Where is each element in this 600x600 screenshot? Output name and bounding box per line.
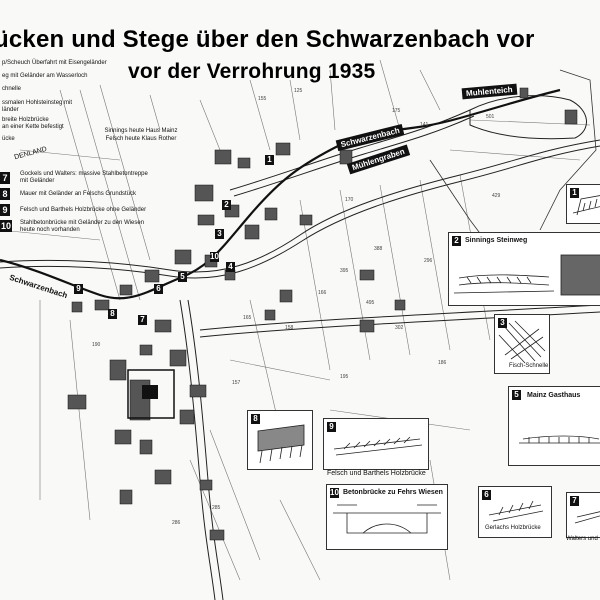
bridge-marker: 8 [108, 309, 117, 319]
inset-number: 2 [452, 236, 461, 246]
info-line: Sinnings heute Haus Mainz [104, 128, 178, 134]
parcel-number: 501 [486, 114, 495, 120]
legend-item: chnelle [2, 86, 22, 92]
buildings [67, 87, 578, 541]
legend-item: heute noch vorhanden [20, 227, 80, 233]
inset-sketch-9: 9 [323, 418, 429, 470]
legend-item: an einer Kette befestigt [2, 124, 64, 130]
legend-item: Gockels und Walters: massive Stahlbetont… [20, 171, 148, 177]
inset-caption: Fisch-Schnelle [509, 363, 549, 369]
inset-caption: Felsch und Barthels Holzbrücke [327, 470, 426, 477]
fish-ladder-sketch [498, 320, 546, 364]
inset-number: 9 [327, 422, 336, 432]
parcel-number: 302 [395, 325, 404, 331]
stream [0, 88, 561, 300]
parcel-number: 395 [340, 268, 349, 274]
inset-sketch-8: 8 [247, 410, 313, 470]
inset-caption: Gerlachs Holzbrücke [485, 525, 541, 531]
parcel-number: 155 [258, 96, 267, 102]
legend-item: p/Scheuch Überfahrt mit Eisengeländer [2, 60, 107, 66]
parcel-number: 125 [294, 88, 303, 94]
legend-item: Mauer mit Geländer an Felschs Grundstück [20, 191, 137, 197]
legend-number: 7 [0, 172, 10, 184]
bridge-marker: 3 [215, 229, 224, 239]
parcel-number: 170 [345, 197, 354, 203]
bridge-marker: 5 [178, 272, 187, 282]
inset-number: 8 [251, 414, 260, 424]
legend-item: Stahlbetonbrücke mit Geländer zu den Wie… [20, 220, 145, 226]
legend-item: länder [2, 107, 19, 113]
stair-sketch [574, 511, 600, 524]
legend-number: 9 [0, 204, 10, 216]
inset-sketch-10: 10 Betonbrücke zu Fehrs Wiesen [326, 484, 448, 550]
legend-item: breite Holzbrücke [2, 117, 49, 123]
inset-sketch-3: 3 Fisch-Schnelle [494, 314, 550, 374]
parcel-number: 429 [492, 193, 501, 199]
steinweg-sketch [453, 254, 600, 296]
parcel-number: 141 [420, 122, 429, 128]
legend-item: mit Geländer [20, 178, 55, 184]
map-title-line1: ücken und Stege über den Schwarzenbach v… [0, 26, 535, 53]
concrete-bridge-sketch [333, 504, 441, 534]
inset-number: 6 [482, 490, 491, 500]
wall-railing-sketch [257, 424, 305, 464]
inset-sketch-6: 6 Gerlachs Holzbrücke [478, 486, 552, 538]
parcel-number: 388 [374, 246, 383, 252]
bridge-marker: 10 [210, 252, 219, 262]
parcel-number: 195 [340, 374, 349, 380]
legend-item: Felsch und Barthels Holzbrücke ohne Gelä… [20, 207, 147, 213]
parcel-number: 190 [92, 342, 101, 348]
parcel-number: 175 [392, 108, 401, 114]
parcel-number: 158 [285, 325, 294, 331]
inset-caption: Mainz Gasthaus [527, 392, 581, 399]
info-box: Sinnings heute Haus Mainz Felsch heute K… [98, 127, 184, 143]
legend-item: eg mit Geländer am Wasserloch [2, 73, 88, 79]
parcel-number: 286 [172, 520, 181, 526]
inset-caption: Walters und [566, 536, 598, 542]
inset-sketch-5: 5 Mainz Gasthaus [508, 386, 600, 466]
bridge-marker: 6 [154, 284, 163, 294]
inset-number: 5 [512, 390, 521, 400]
inset-caption: Betonbrücke zu Fehrs Wiesen [343, 489, 443, 496]
bridge-sketch [572, 195, 600, 216]
inset-number: 7 [570, 496, 579, 506]
parcel-number: 296 [424, 258, 433, 264]
inset-sketch-1: 1 [566, 184, 600, 224]
wooden-bridge-sketch [333, 436, 423, 456]
inset-caption: Sinnings Steinweg [465, 237, 528, 244]
legend-item: ssmalen Hohlsteinsteg mit [2, 100, 73, 106]
legend-number: 10 [0, 220, 12, 232]
inset-number: 10 [330, 488, 339, 498]
parcel-number: 165 [243, 315, 252, 321]
bridge-marker: 1 [265, 155, 274, 165]
parcel-number: 186 [438, 360, 447, 366]
legend-item: ücke [2, 136, 15, 142]
inset-number: 3 [498, 318, 507, 328]
info-line: Felsch heute Klaus Rother [105, 136, 177, 142]
bridge-marker: 2 [222, 200, 231, 210]
bridge-marker: 4 [226, 262, 235, 272]
legend-number: 8 [0, 188, 10, 200]
parcel-number: 157 [232, 380, 241, 386]
bridge-marker: 9 [74, 284, 83, 294]
parcel-number: 285 [212, 505, 221, 511]
parcel-number: 495 [366, 300, 375, 306]
bridge-marker: 7 [138, 315, 147, 325]
inset-number: 1 [570, 188, 579, 198]
inset-sketch-7: 7 [566, 492, 600, 538]
parcel-number: 166 [318, 290, 327, 296]
gerlach-bridge-sketch [488, 500, 544, 522]
inset-sketch-2: 2 Sinnings Steinweg [448, 232, 600, 306]
gasthaus-sketch [519, 435, 600, 444]
map-title-line2: vor der Verrohrung 1935 [128, 60, 376, 83]
